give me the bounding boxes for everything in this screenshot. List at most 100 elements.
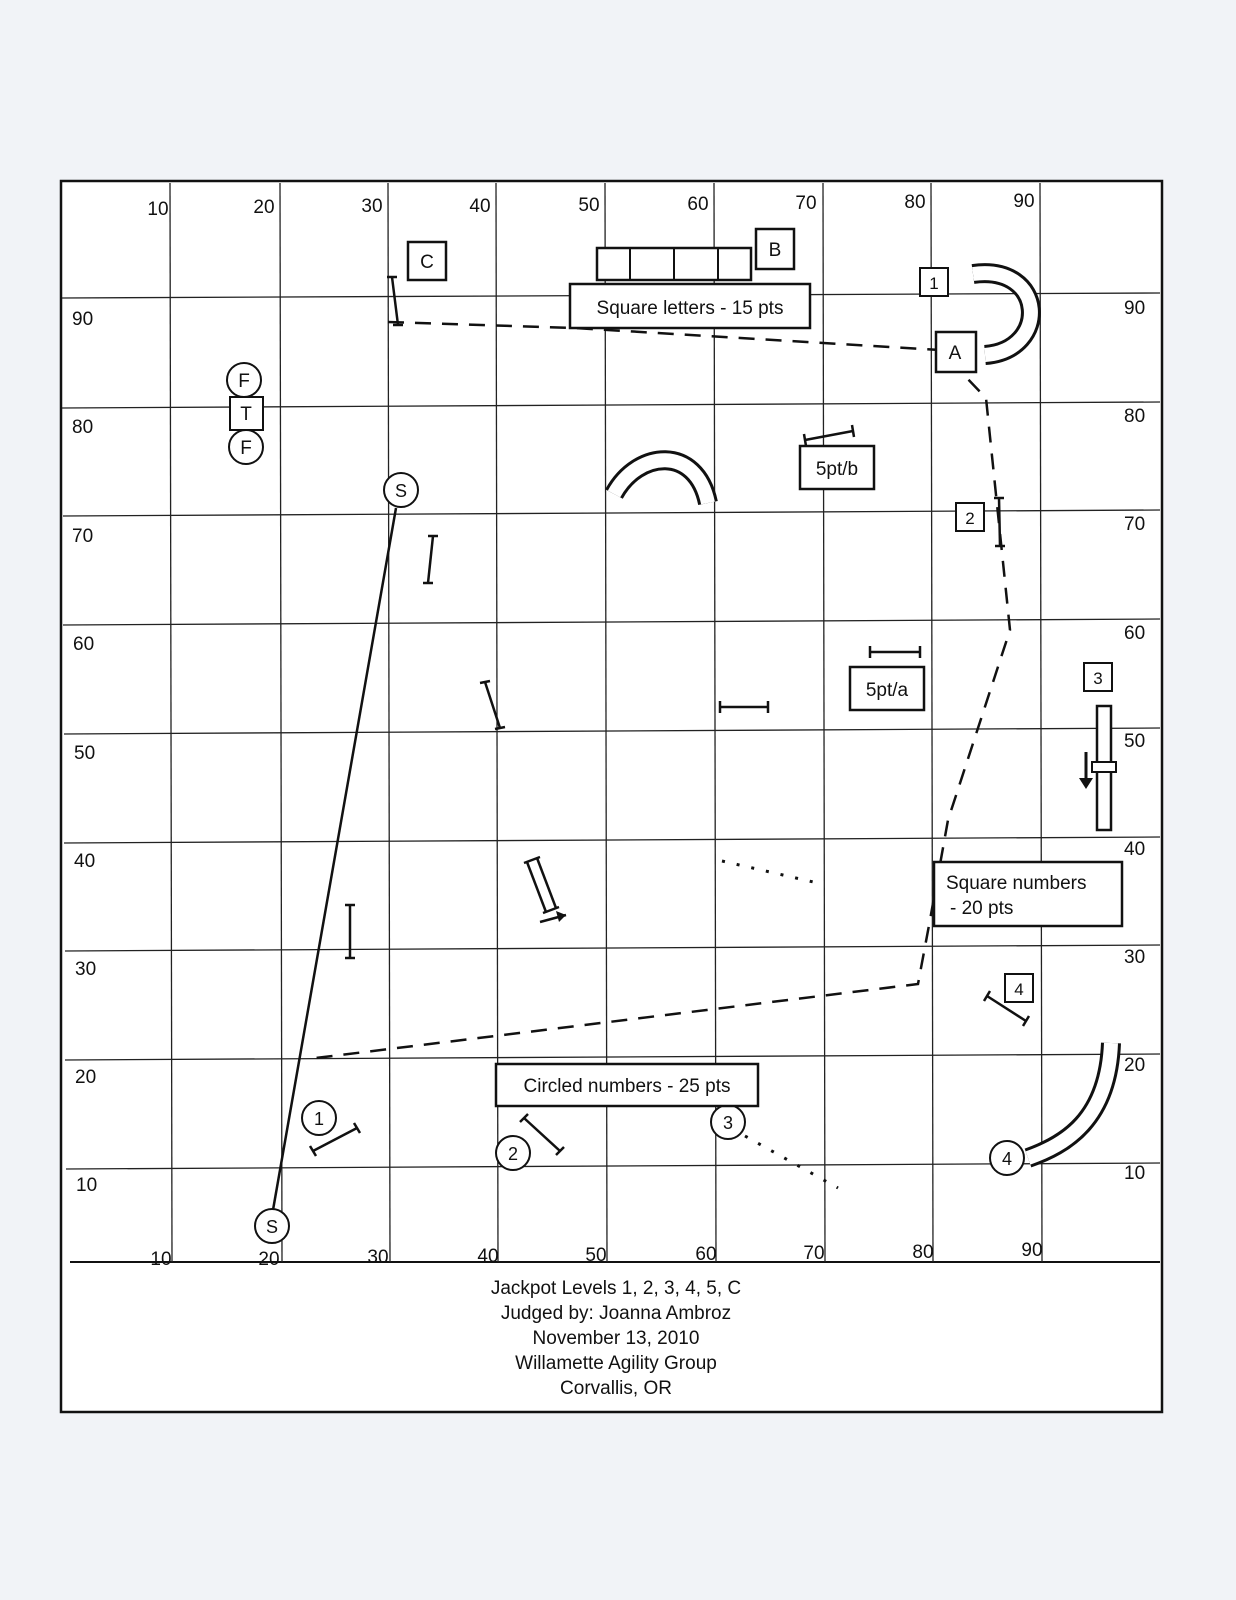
circled-number-4 [989,1140,1025,1176]
axis-bottom-label: 10 [150,1249,171,1270]
legend-square-numbers [932,860,1124,928]
start-line [271,507,398,1211]
jump-icon [345,903,355,960]
square-letter-a-label: A [949,343,962,364]
dotted-line [721,859,823,886]
jump-icon [423,534,438,585]
square-number-3-label: 3 [1093,669,1102,688]
legend-bonus-b-text: 5pt/b [816,459,858,480]
footer-location: Corvallis, OR [560,1378,672,1399]
axis-top-label: 30 [361,196,382,217]
circled-number-2 [495,1135,531,1171]
jump-icon [387,275,403,327]
square-number-2 [955,502,985,532]
square-number-1 [919,267,949,297]
start-marker-label: S [395,481,407,501]
axis-right-label: 90 [1124,298,1145,319]
square-letter-c [406,240,448,282]
square-letter-b [754,227,796,271]
circled-markers: S S 1 2 3 4 [254,472,1025,1244]
square-letter-a [934,330,978,374]
jump-icon [308,1122,362,1157]
axis-top-label: 70 [795,193,816,214]
legend-square-letters [568,282,812,330]
axis-bottom-label: 30 [367,1247,388,1268]
circled-number-1 [301,1100,337,1136]
square-number-markers: 1 2 3 4 [919,267,1113,1003]
jumps [308,275,1031,1157]
axis-left-label: 20 [75,1067,96,1088]
axis-left-label: 50 [74,743,95,764]
map-frame [59,179,1164,1414]
double-jump [523,855,567,924]
circled-number-1-label: 1 [314,1109,324,1129]
axis-top-label: 50 [578,195,599,216]
square-number-2-label: 2 [965,509,974,528]
gamble-line [315,320,1012,1060]
legend-bonus-a [848,665,926,712]
axis-right-label: 50 [1124,731,1145,752]
jump-icon [479,679,506,731]
legend-square-numbers-text: - 20 pts [950,898,1013,919]
axis-right-label: 60 [1124,623,1145,644]
axis-left-label: 70 [72,526,93,547]
legend-circled-numbers [494,1062,760,1108]
start-marker [383,472,419,508]
arrow-icon [556,911,566,922]
legend-bonus-a-text: 5pt/a [866,680,909,701]
course-footer: Jackpot Levels 1, 2, 3, 4, 5, C Judged b… [70,1276,1162,1401]
jump-icon [519,1113,565,1156]
legend-square-numbers-text: Square numbers [946,873,1086,894]
jump-icon [994,496,1005,548]
circled-number-3-label: 3 [723,1113,733,1133]
jump-icon [868,646,922,658]
ft-obstacles: F T F [226,362,264,465]
axis-top-label: 80 [904,192,925,213]
axis-bottom-label: 20 [258,1249,279,1270]
legend-circled-numbers-text: Circled numbers - 25 pts [524,1076,731,1097]
square-letter-markers: C B A [406,227,978,374]
start-marker-label: S [266,1217,278,1237]
footer-organization: Willamette Agility Group [515,1353,717,1374]
square-number-4-label: 4 [1014,980,1023,999]
jump-icon [802,424,856,447]
axis-right-label: 70 [1124,514,1145,535]
axis-left-label: 40 [74,851,95,872]
legend-square-letters-text: Square letters - 15 pts [597,298,784,319]
f-marker-label: F [238,371,250,392]
axis-top-label: 60 [687,194,708,215]
axis-right-label: 20 [1124,1055,1145,1076]
square-number-4 [1004,973,1034,1003]
square-letter-c-label: C [420,252,434,273]
footer-title: Jackpot Levels 1, 2, 3, 4, 5, C [490,1278,742,1299]
axis-bottom-label: 40 [477,1246,498,1267]
axis-bottom-label: 90 [1021,1240,1042,1261]
axis-left-label: 10 [76,1175,97,1196]
axis-top-label: 10 [147,199,168,220]
axis-top-label: 90 [1013,191,1034,212]
axis-bottom-label: 60 [695,1244,716,1265]
axis-right-label: 10 [1124,1163,1145,1184]
axis-bottom-label: 50 [585,1245,606,1266]
axis-left-label: 60 [73,634,94,655]
f-marker [228,429,264,465]
axis-bottom-label: 70 [803,1243,824,1264]
start-marker [254,1208,290,1244]
axis-top-label: 40 [469,196,490,217]
axis-left-label: 80 [72,417,93,438]
axis-labels: 10 20 30 40 50 60 70 80 90 10 20 30 40 5… [72,191,1145,1270]
jump-icon [982,990,1031,1027]
square-letter-b-label: B [769,240,782,261]
axis-left-label: 90 [72,309,93,330]
axis-left-label: 30 [75,959,96,980]
footer-judge: Judged by: Joanna Ambroz [500,1303,732,1324]
axis-bottom-label: 80 [912,1242,933,1263]
circled-number-4-label: 4 [1002,1149,1012,1169]
axis-right-label: 40 [1124,839,1145,860]
axis-right-label: 80 [1124,406,1145,427]
axis-top-label: 20 [253,197,274,218]
legend-bonus-b [798,444,876,491]
t-marker-label: T [240,404,252,425]
dotted-line [744,1134,839,1190]
